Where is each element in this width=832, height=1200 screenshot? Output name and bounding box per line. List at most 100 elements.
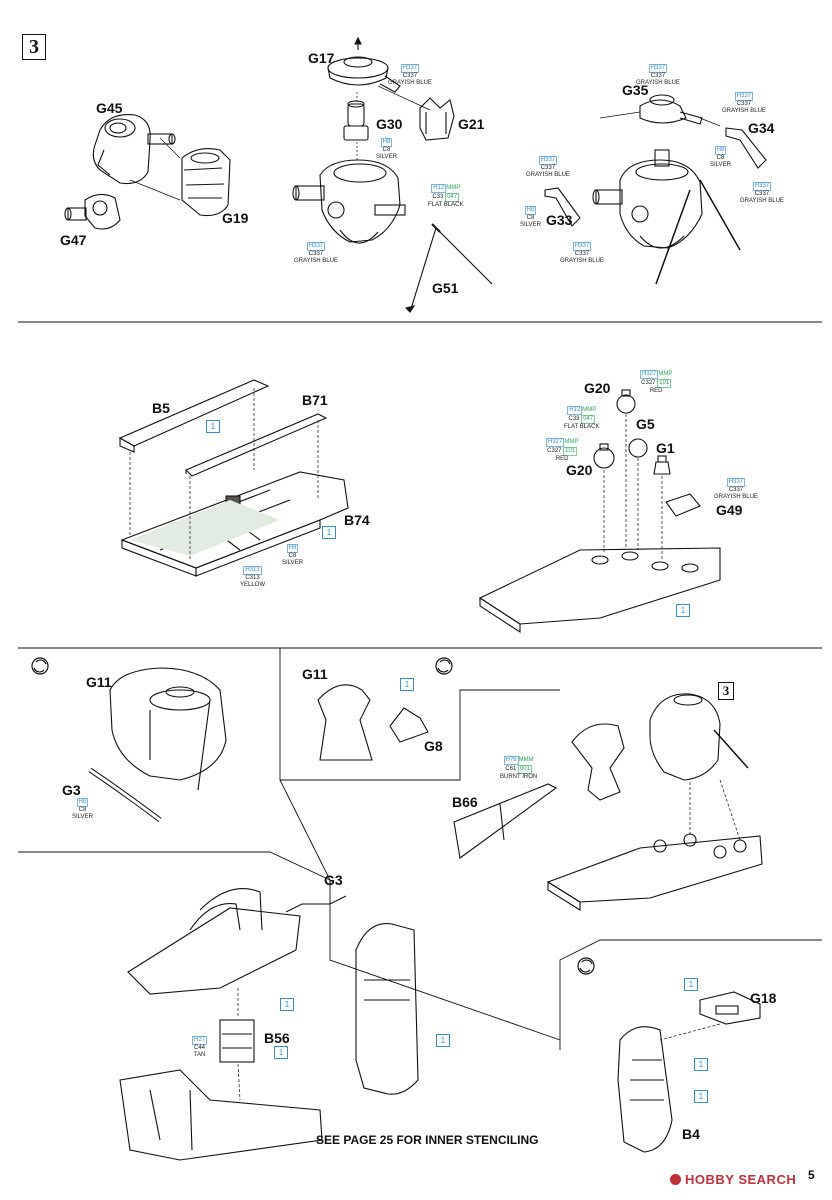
b74-tray: [120, 471, 349, 577]
page-number: 5: [808, 1168, 815, 1182]
g20-upper: [616, 389, 636, 414]
substep-reference: 3: [722, 683, 730, 698]
g8-part: [389, 707, 429, 743]
b5-part: [118, 379, 270, 453]
part-label-g3-assembly: G3: [324, 872, 343, 888]
g47-part: [64, 193, 121, 230]
part-label-b5: B5: [152, 400, 170, 416]
g49-part: [665, 493, 701, 517]
paint-callout-tan: H27 C44 TAN: [192, 1036, 208, 1058]
decal-number-box: 1: [436, 1034, 450, 1047]
part-label-g30: G30: [376, 116, 403, 132]
stenciling-note: SEE PAGE 25 FOR INNER STENCILING: [316, 1133, 539, 1147]
base-plate-right: [478, 547, 721, 634]
watermark-logo-icon: [670, 1174, 681, 1185]
g33-part: [544, 187, 581, 227]
paint-callout-grayish-blue: H337 C337 GRAYISH BLUE: [636, 64, 680, 86]
decal-number-box: 1: [280, 998, 294, 1011]
part-label-b71: B71: [302, 392, 328, 408]
g35-part: [639, 94, 703, 125]
g21-part: [419, 97, 455, 141]
part-label-b66: B66: [452, 794, 478, 810]
part-label-g17: G17: [308, 50, 335, 66]
part-label-g5: G5: [636, 416, 655, 432]
g5-part: [628, 438, 648, 458]
part-label-g47: G47: [60, 232, 87, 248]
part-label-b4: B4: [682, 1126, 700, 1142]
g11-panel: [317, 684, 373, 761]
base-plate-assembly: [546, 833, 763, 911]
paint-callout-silver: H8 C8 SILVER: [710, 146, 731, 168]
lower-fuselage-floor: [119, 1069, 323, 1161]
paint-callout-grayish-blue: H337 C337 GRAYISH BLUE: [714, 478, 758, 500]
part-label-g18: G18: [750, 990, 777, 1006]
part-label-g49: G49: [716, 502, 743, 518]
decal-number-box: 1: [684, 978, 698, 991]
part-label-g11-inset: G11: [302, 666, 328, 682]
rotate-icon: [577, 957, 595, 975]
part-label-g21: G21: [458, 116, 485, 132]
part-label-g34: G34: [748, 120, 775, 136]
g17-part: [327, 36, 401, 93]
part-label-g1: G1: [656, 440, 675, 456]
engine-assembly-right: [649, 693, 749, 781]
b56-part: [219, 1019, 255, 1063]
g3-pipe-left: [88, 767, 162, 823]
decal-number-box: 1: [400, 678, 414, 691]
watermark: HOBBY SEARCH: [670, 1172, 796, 1187]
g51-stand: [404, 223, 493, 313]
b71-part: [185, 413, 328, 477]
part-label-g51: G51: [432, 280, 459, 296]
decal-number-box: 1: [676, 604, 690, 617]
g30-engine: [292, 159, 406, 244]
decal-number-box: 1: [694, 1090, 708, 1103]
g35-engine: [592, 149, 703, 249]
part-label-g11-left: G11: [86, 674, 112, 690]
b66-part: [453, 783, 558, 859]
inset-frame-g11: [279, 648, 560, 781]
rotate-icon: [435, 657, 453, 675]
step-number: 3: [29, 36, 39, 58]
part-label-g35: G35: [622, 82, 649, 98]
part-label-g19: G19: [222, 210, 249, 226]
paint-callout-grayish-blue: H337 C337 GRAYISH BLUE: [388, 64, 432, 86]
decal-number-box: 1: [694, 1058, 708, 1071]
rotate-icon: [31, 657, 49, 675]
b4-part: [617, 1026, 673, 1153]
frame-b4: [559, 939, 822, 1050]
step-number-box: 3: [22, 34, 46, 60]
part-label-g20-lower: G20: [566, 462, 593, 478]
paint-callout-silver: H8 C8 SILVER: [520, 206, 541, 228]
g1-part: [653, 455, 671, 475]
paint-callout-grayish-blue: H337 C337 GRAYISH BLUE: [294, 242, 338, 264]
g19-part: [181, 148, 231, 217]
frame-assembly: [18, 851, 561, 1041]
part-label-b74: B74: [344, 512, 370, 528]
rotate-icon-group: [31, 657, 595, 975]
g20-lower: [593, 443, 615, 469]
part-label-b56: B56: [264, 1030, 290, 1046]
seat-back-panel: [571, 723, 625, 801]
g45-part: [92, 114, 176, 185]
part-label-g45: G45: [96, 100, 123, 116]
paint-callout-grayish-blue: H337 C337 GRAYISH BLUE: [526, 156, 570, 178]
decal-number-box: 1: [274, 1046, 288, 1059]
paint-callout-silver: H8 C8 SILVER: [72, 798, 93, 820]
paint-callout-silver: H8 C8 SILVER: [376, 138, 397, 160]
part-label-g8: G8: [424, 738, 443, 754]
g3-pipe-assembly: [285, 895, 347, 913]
part-label-g3-left: G3: [62, 782, 81, 798]
watermark-text: HOBBY SEARCH: [685, 1172, 797, 1187]
decal-number-box: 1: [206, 420, 220, 433]
cockpit-assembly: [127, 888, 301, 995]
substep-reference-box: 3: [718, 682, 734, 700]
g34-part: [725, 127, 767, 169]
paint-callout-silver: H8 C8 SILVER: [282, 544, 303, 566]
paint-callout-grayish-blue: H337 C337 GRAYISH BLUE: [560, 242, 604, 264]
